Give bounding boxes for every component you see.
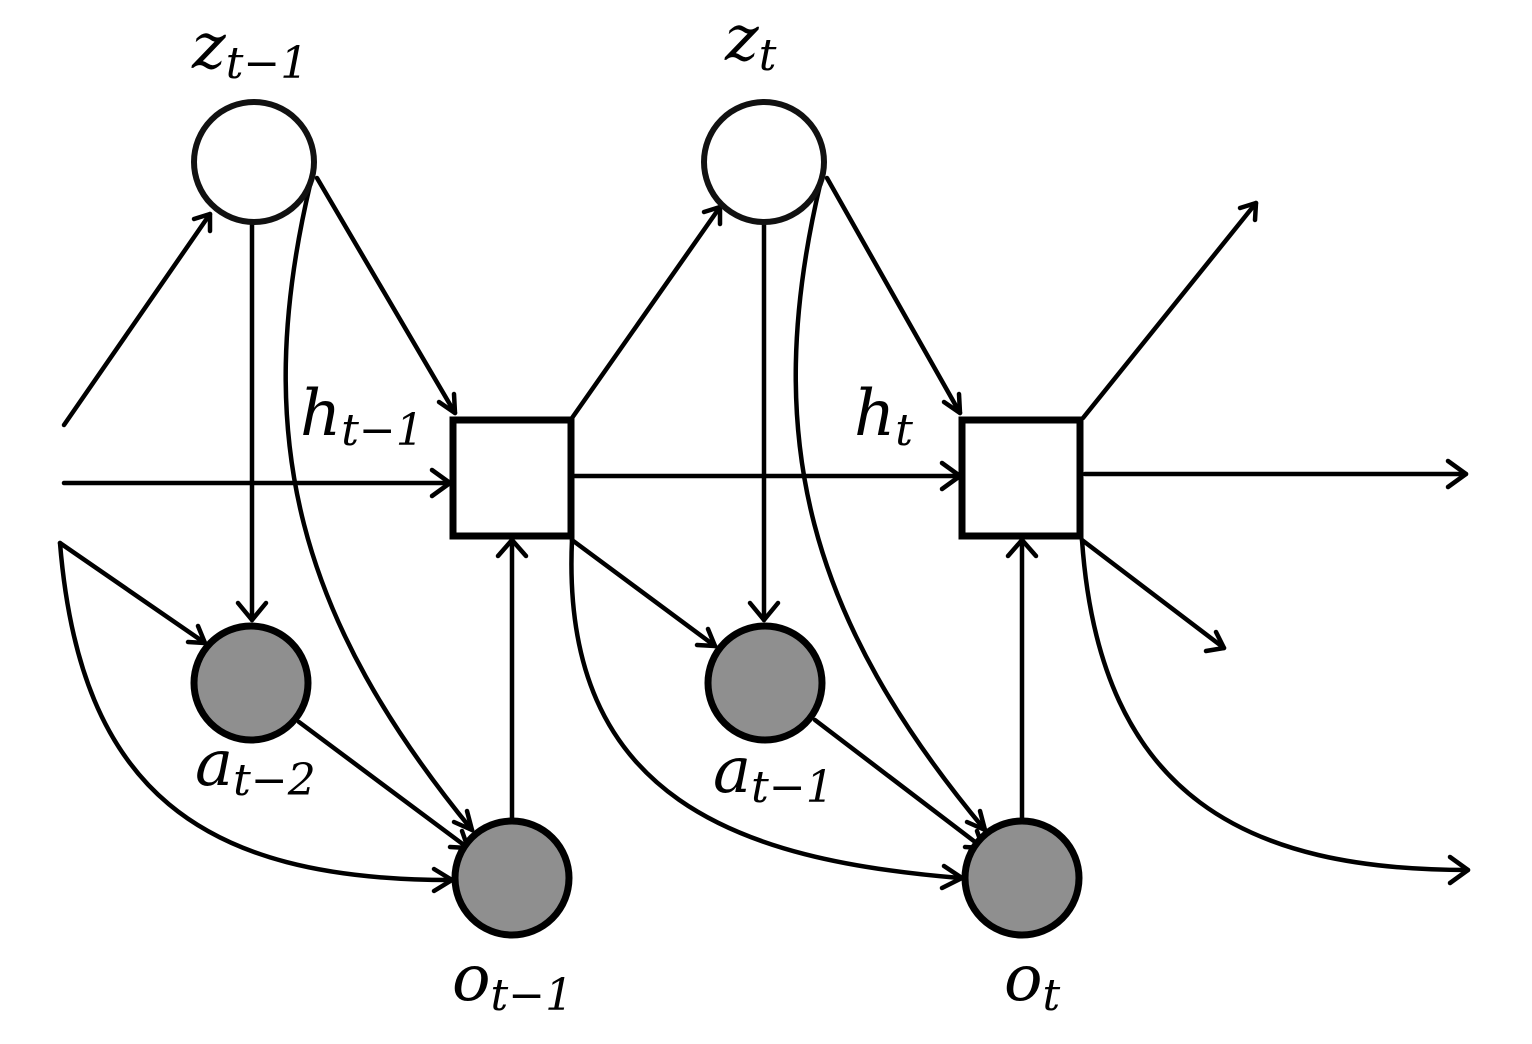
arrowhead-in-to-a-prev2 xyxy=(185,623,208,646)
edge-h-curr-to-out-down xyxy=(1079,537,1227,651)
edge-z-curr-to-h-curr xyxy=(824,175,963,416)
node-a-prev1 xyxy=(704,622,826,744)
node-h-prev xyxy=(449,416,575,540)
edge-h-prev-curve-to-o-curr xyxy=(569,537,963,881)
node-a-prev2 xyxy=(190,622,312,744)
node-z-curr xyxy=(701,99,827,225)
label-o-curr: ot xyxy=(1004,942,1061,1021)
label-z-curr: zt xyxy=(724,2,777,81)
edge-in-to-a-prev2 xyxy=(57,540,208,646)
edge-h-prev-to-z-curr xyxy=(569,204,723,421)
arrowhead-h-curr-to-out-up xyxy=(1237,200,1259,223)
edge-h-curr-to-out-up xyxy=(1080,200,1259,421)
node-h-curr xyxy=(958,416,1084,540)
label-a-prev2: at−2 xyxy=(195,727,316,806)
arrowhead-h-curr-curve-to-out xyxy=(1447,854,1471,886)
nodes xyxy=(190,99,1084,939)
arrowhead-in-to-z-prev xyxy=(191,211,213,234)
arrowhead-z-prev-to-a-prev2 xyxy=(235,600,269,623)
arrowhead-o-prev-to-h-prev xyxy=(495,537,529,559)
arrowhead-z-curr-to-h-curr xyxy=(941,391,963,416)
label-o-prev: ot−1 xyxy=(452,942,573,1021)
arrowhead-z-prev-to-h-prev xyxy=(436,391,458,416)
edge-z-prev-to-h-prev xyxy=(314,175,458,416)
edge-in-to-z-prev xyxy=(61,211,213,428)
arrowhead-h-curr-to-out-right xyxy=(1445,458,1469,490)
label-h-curr: ht xyxy=(854,377,913,456)
arrowhead-z-prev-curve-to-o-prev xyxy=(451,808,475,833)
edge-h-curr-curve-to-out xyxy=(1079,537,1471,873)
node-o-curr xyxy=(961,817,1083,939)
label-z-prev: zt−1 xyxy=(191,10,308,89)
node-o-prev xyxy=(451,817,573,939)
arrowhead-z-curr-to-a-prev1 xyxy=(747,600,781,623)
arrowhead-o-curr-to-h-curr xyxy=(1005,537,1039,559)
arrowhead-h-prev-to-a-prev1 xyxy=(694,626,718,649)
arrowhead-h-curr-to-out-down xyxy=(1203,629,1227,654)
edges xyxy=(57,175,1471,883)
edge-a-prev1-to-o-curr xyxy=(812,717,986,851)
label-a-prev1: at−1 xyxy=(713,734,834,813)
edge-a-prev2-to-o-prev xyxy=(296,719,471,851)
edge-z-curr-curve-to-o-curr xyxy=(793,182,988,833)
labels: zt−1 zt ht−1 ht at−2 at−1 ot−1 ot xyxy=(191,2,1061,1021)
edge-h-prev-to-a-prev1 xyxy=(569,537,718,649)
node-z-prev xyxy=(191,99,317,225)
arrowhead-z-curr-curve-to-o-curr xyxy=(964,808,988,833)
label-h-prev: ht−1 xyxy=(300,377,424,456)
edge-in-curve-to-o-prev xyxy=(57,540,453,883)
edge-z-prev-curve-to-o-prev xyxy=(283,182,475,833)
